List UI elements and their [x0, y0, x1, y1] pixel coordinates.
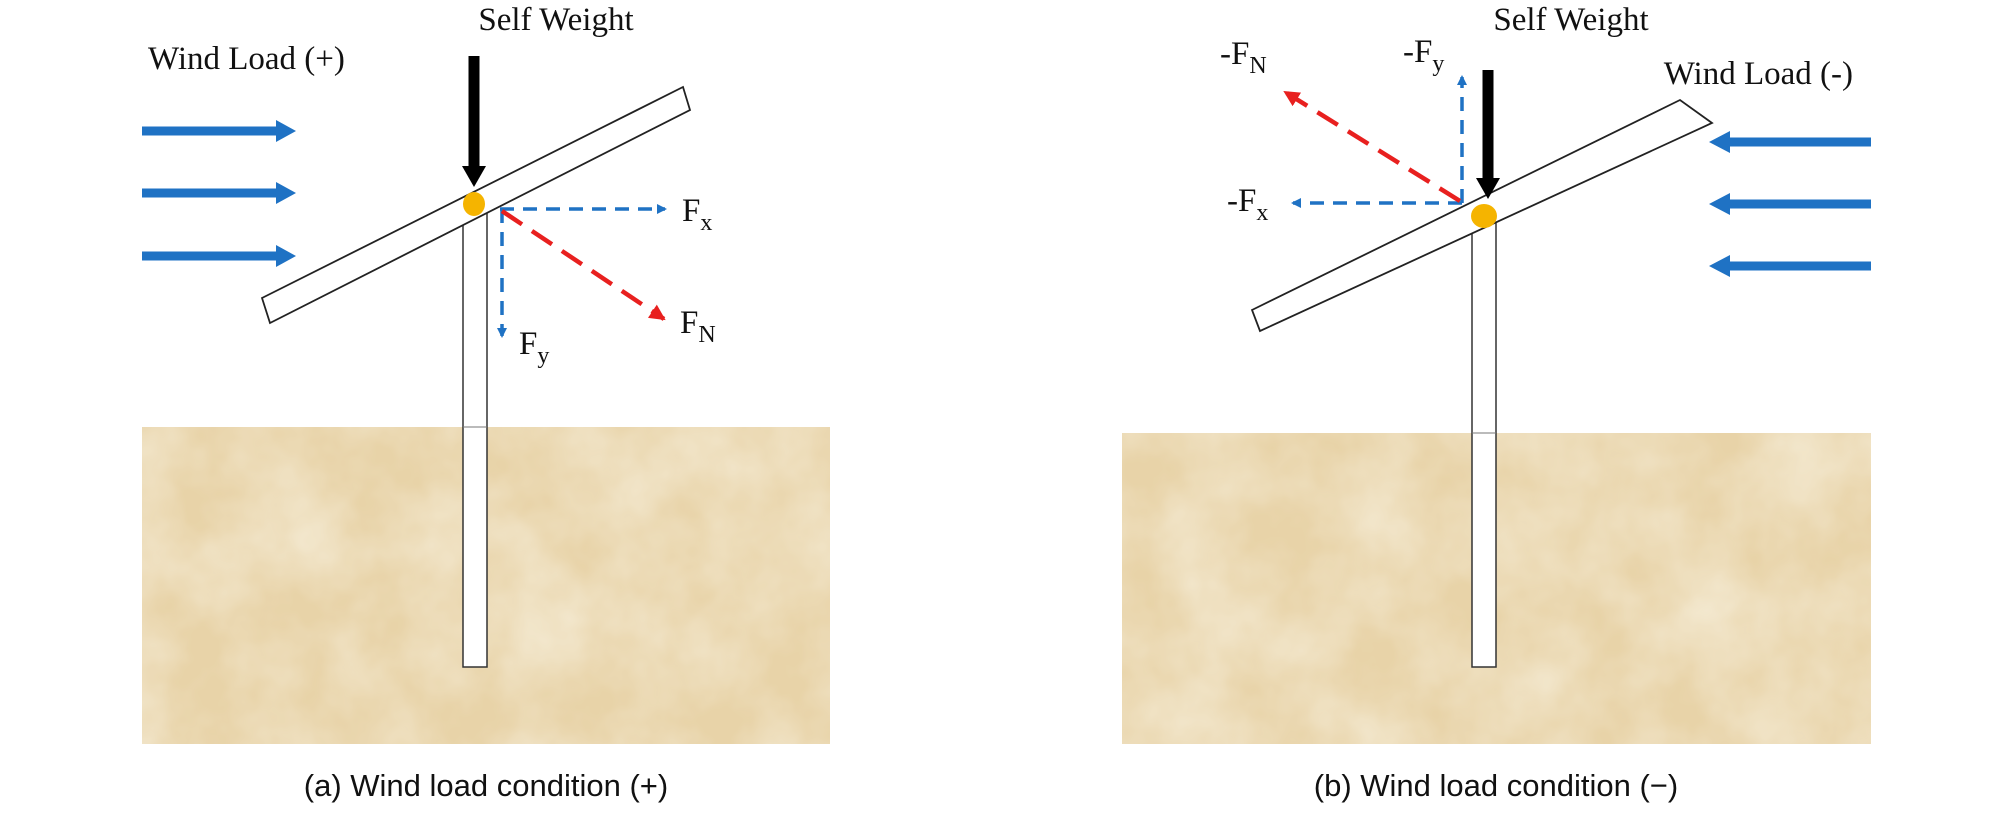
pivot-a: [463, 192, 485, 216]
fn-label-a: FN: [680, 305, 716, 348]
self-weight-label-a: Self Weight: [478, 2, 633, 38]
caption-a: (a) Wind load condition (+): [304, 768, 668, 803]
wind-arrows-b: [1709, 131, 1871, 277]
fn-label-b: -FN: [1220, 36, 1267, 79]
fx-label-a: Fx: [682, 193, 712, 236]
self-weight-label-b: Self Weight: [1493, 2, 1648, 38]
post-b: [1471, 211, 1497, 668]
pivot-b: [1471, 204, 1497, 228]
fn-arrow-b: [1283, 90, 1462, 203]
fy-label-b: -Fy: [1403, 34, 1444, 77]
self-weight-arrow-a: [462, 56, 486, 187]
post-a: [462, 204, 488, 668]
fn-arrow-a: [500, 209, 666, 321]
fx-label-b: -Fx: [1227, 183, 1268, 226]
wind-load-label-a: Wind Load (+): [148, 41, 345, 77]
panel-a: Self Weight Wind Load (+) Fx Fy FN (a) W…: [142, 2, 830, 803]
panel-b: Self Weight Wind Load (-) -Fx -Fy -FN (b…: [1122, 2, 1871, 803]
fy-label-a: Fy: [519, 326, 549, 369]
caption-b: (b) Wind load condition (−): [1314, 768, 1678, 803]
wind-load-label-b: Wind Load (-): [1664, 56, 1853, 92]
wind-arrows-a: [142, 120, 296, 267]
self-weight-arrow-b: [1476, 70, 1500, 199]
